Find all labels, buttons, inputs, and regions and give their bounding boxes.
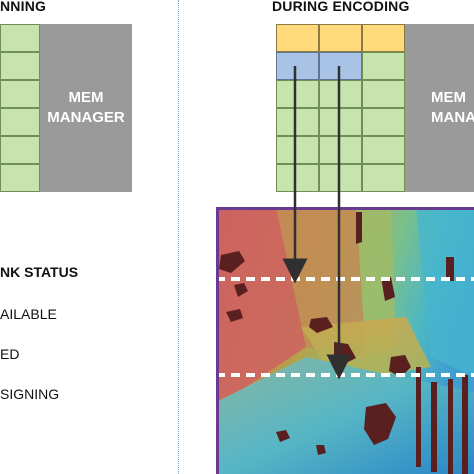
mem-manager-line-1: MEM	[68, 89, 104, 106]
depth-chair-leg	[448, 379, 453, 474]
block-cell	[276, 108, 319, 136]
right-mem-manager: MEM MANAG	[405, 24, 474, 192]
block-cell	[362, 136, 405, 164]
block-cell-used	[319, 24, 362, 52]
depth-chair-leg	[431, 382, 437, 472]
block-cell	[319, 164, 362, 192]
panel-divider	[178, 0, 179, 474]
depth-hole	[356, 212, 362, 244]
depth-hole	[446, 257, 454, 281]
depth-floor	[216, 357, 474, 474]
left-block-grid	[0, 24, 40, 192]
block-cell	[276, 136, 319, 164]
depth-hole	[381, 277, 395, 301]
block-cell	[0, 52, 40, 80]
block-cell	[319, 136, 362, 164]
mem-manager-line-2: MANAG	[431, 109, 474, 126]
right-block-grid	[276, 24, 405, 192]
depth-hole	[316, 445, 326, 455]
block-cell	[362, 108, 405, 136]
left-mem-manager: MEM MANAGER	[40, 24, 132, 192]
depth-wall-center	[276, 207, 366, 357]
legend-item-used: ED	[0, 346, 20, 362]
depth-hole	[276, 430, 290, 442]
block-cell	[0, 136, 40, 164]
block-cell	[0, 24, 40, 52]
block-cell-used	[362, 24, 405, 52]
block-cell	[319, 80, 362, 108]
legend-item-available: AILABLE	[0, 306, 57, 322]
block-cell-assigning	[276, 52, 319, 80]
depth-chair-leg	[462, 375, 468, 474]
block-cell	[362, 80, 405, 108]
depth-wall-right	[416, 207, 474, 377]
block-cell	[276, 80, 319, 108]
depth-chair-leg	[416, 367, 421, 467]
block-cell	[362, 52, 405, 80]
depth-hole	[389, 355, 411, 377]
legend-item-assigning: SIGNING	[0, 386, 60, 402]
block-cell	[276, 164, 319, 192]
block-cell	[319, 108, 362, 136]
depth-frame-border	[216, 207, 474, 474]
left-heading: NNING	[0, 0, 47, 14]
block-cell	[0, 164, 40, 192]
block-cell-used	[276, 24, 319, 52]
mem-manager-line-1: MEM	[431, 89, 466, 106]
legend-title: NK STATUS	[0, 264, 79, 280]
depth-hole	[364, 403, 396, 445]
depth-hole	[219, 251, 245, 273]
depth-hole	[234, 283, 248, 297]
right-heading: DURING ENCODING	[272, 0, 410, 14]
depth-hole	[226, 309, 243, 322]
block-cell	[0, 80, 40, 108]
block-cell	[362, 164, 405, 192]
block-cell	[0, 108, 40, 136]
depth-hole	[309, 317, 333, 333]
mem-manager-line-2: MANAGER	[47, 109, 125, 126]
depth-frame-image	[216, 207, 474, 474]
block-cell-assigning	[319, 52, 362, 80]
